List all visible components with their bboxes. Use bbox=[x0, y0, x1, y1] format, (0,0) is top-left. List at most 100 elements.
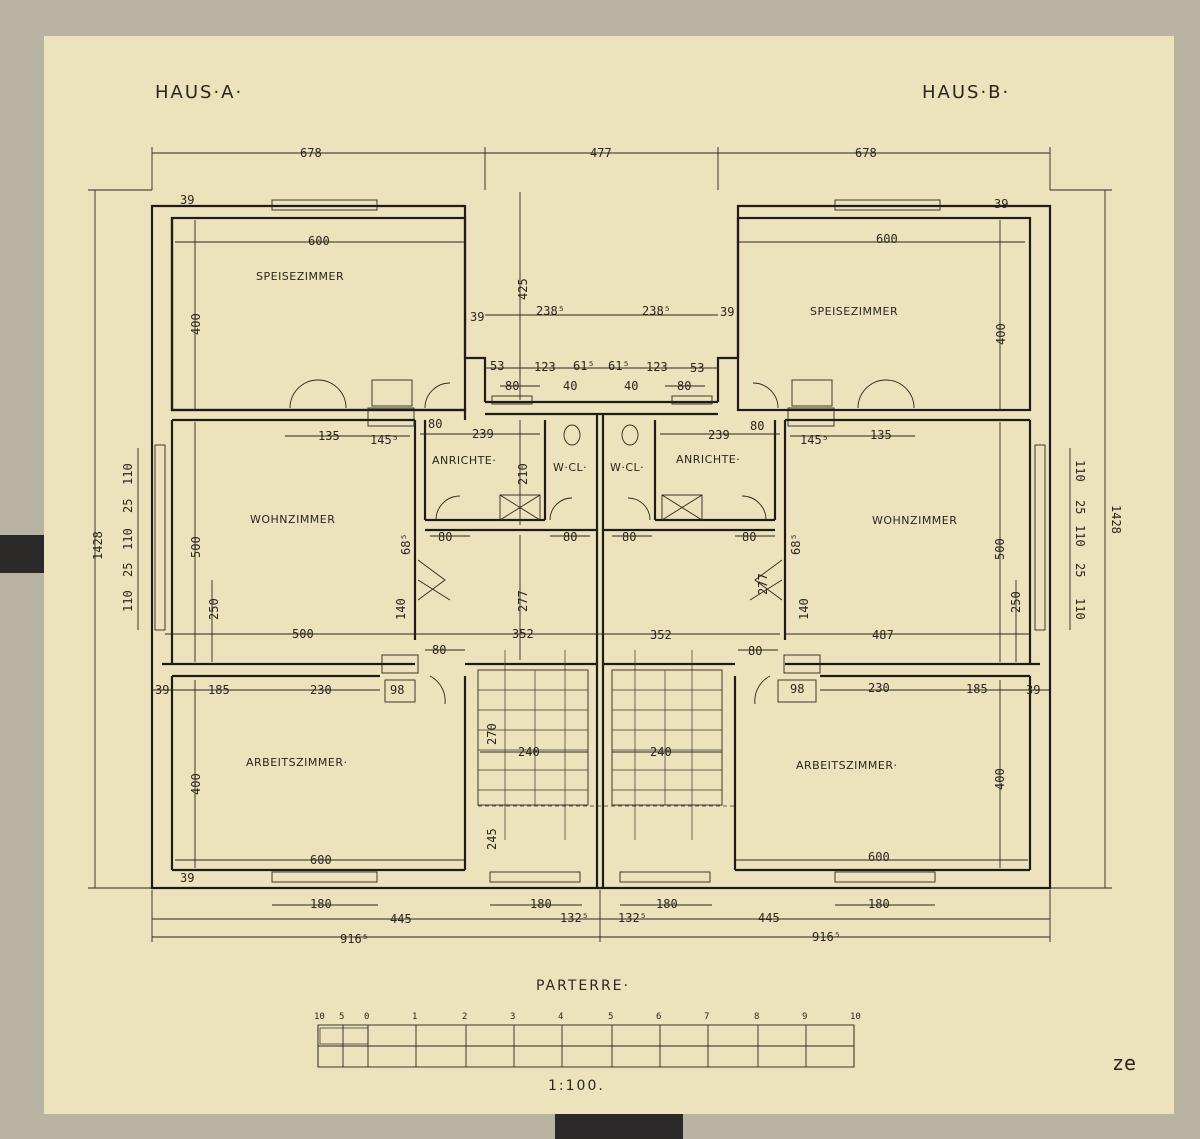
dim-80-f: 80 bbox=[742, 530, 756, 544]
dim-600-d: 600 bbox=[868, 850, 890, 864]
dim-123-a: 123 bbox=[534, 360, 556, 374]
dim-68-b: 68⁵ bbox=[789, 533, 803, 555]
dim-25-b1: 25 bbox=[1073, 500, 1087, 514]
dim-500-bottom: 500 bbox=[292, 627, 314, 641]
dim-400-b: 400 bbox=[994, 323, 1008, 345]
room-wohnzimmer-b: WOHNZIMMER bbox=[872, 514, 957, 527]
dim-39-d: 39 bbox=[720, 305, 734, 319]
dim-40-b: 40 bbox=[624, 379, 638, 393]
dim-238-a: 238⁵ bbox=[536, 304, 565, 318]
dim-277-a: 277 bbox=[516, 590, 530, 612]
dim-135-b: 135 bbox=[870, 428, 892, 442]
room-speisezimmer-b: SPEISEZIMMER bbox=[810, 305, 898, 318]
scale-text: 1:100. bbox=[548, 1078, 605, 1094]
scale-tick-label: 7 bbox=[704, 1012, 709, 1022]
dim-80-top-a: 80 bbox=[505, 379, 519, 393]
room-anrichte-b: ANRICHTE· bbox=[676, 453, 740, 466]
scale-tick-label: 5 bbox=[339, 1012, 344, 1022]
dim-top-left: 678 bbox=[300, 146, 322, 160]
dim-352-a: 352 bbox=[512, 627, 534, 641]
dim-25-a1: 25 bbox=[121, 499, 135, 513]
left-height-dimension: 1428 bbox=[88, 189, 152, 889]
room-speisezimmer-a: SPEISEZIMMER bbox=[256, 270, 344, 283]
dim-185-b: 185 bbox=[966, 682, 988, 696]
scale-tick-label: 10 bbox=[850, 1012, 861, 1022]
dim-487: 487 bbox=[872, 628, 894, 642]
windows bbox=[154, 199, 1046, 883]
dim-400-d: 400 bbox=[993, 768, 1007, 790]
dim-height-right: 1428 bbox=[1109, 505, 1123, 534]
dim-61-b: 61⁵ bbox=[608, 359, 630, 373]
dim-916-b: 916⁵ bbox=[812, 930, 841, 944]
dim-400-c: 400 bbox=[189, 773, 203, 795]
dim-40-a: 40 bbox=[563, 379, 577, 393]
dim-445-a: 445 bbox=[390, 912, 412, 926]
dim-98-a: 98 bbox=[390, 683, 404, 697]
dim-250-b: 250 bbox=[1009, 591, 1023, 613]
outer-walls bbox=[150, 204, 1052, 890]
dim-80-anr-b: 80 bbox=[750, 419, 764, 433]
interior-dimensions: 600 600 39 39 400 400 425 39 238⁵ 238⁵ 3… bbox=[121, 192, 1087, 946]
dim-110-a2: 110 bbox=[121, 528, 135, 550]
dim-180-d: 180 bbox=[868, 897, 890, 911]
dim-53-a: 53 bbox=[490, 359, 504, 373]
dim-180-c: 180 bbox=[656, 897, 678, 911]
dim-98-b: 98 bbox=[790, 682, 804, 696]
dim-61-a: 61⁵ bbox=[573, 359, 595, 373]
dim-180-b: 180 bbox=[530, 897, 552, 911]
scale-tick-label: 2 bbox=[462, 1012, 467, 1022]
dim-80-top-b: 80 bbox=[677, 379, 691, 393]
dim-185-a: 185 bbox=[208, 683, 230, 697]
dim-80-c: 80 bbox=[438, 530, 452, 544]
dim-145-b: 145⁵ bbox=[800, 433, 829, 447]
dim-39-b: 39 bbox=[994, 197, 1008, 211]
dim-238-b: 238⁵ bbox=[642, 304, 671, 318]
room-arbeitszimmer-a: ARBEITSZIMMER· bbox=[246, 756, 347, 769]
dim-400-a: 400 bbox=[189, 313, 203, 335]
scale-tick-label: 4 bbox=[558, 1012, 563, 1022]
scale-tick-label: 5 bbox=[608, 1012, 613, 1022]
dim-25-b2: 25 bbox=[1073, 563, 1087, 577]
mount-tab-left bbox=[0, 535, 44, 573]
house-a-label: HAUS·A· bbox=[155, 82, 243, 103]
dim-352-b: 352 bbox=[650, 628, 672, 642]
scale-tick-label: 8 bbox=[754, 1012, 759, 1022]
dim-39-f: 39 bbox=[1026, 683, 1040, 697]
dim-140-b: 140 bbox=[797, 598, 811, 620]
dim-600-a: 600 bbox=[308, 234, 330, 248]
room-arbeitszimmer-b: ARBEITSZIMMER· bbox=[796, 759, 897, 772]
room-anrichte-a: ANRICHTE· bbox=[432, 454, 496, 467]
stairs bbox=[477, 650, 735, 840]
dim-500-left: 500 bbox=[189, 536, 203, 558]
scale-tick-label: 10 bbox=[314, 1012, 325, 1022]
archive-mark: ze bbox=[1112, 1051, 1136, 1075]
dim-240-b: 240 bbox=[650, 745, 672, 759]
dim-916-a: 916⁵ bbox=[340, 932, 369, 946]
scale-tick-label: 0 bbox=[364, 1012, 369, 1022]
dim-80-h: 80 bbox=[748, 644, 762, 658]
dim-145-a: 145⁵ bbox=[370, 433, 399, 447]
dim-110-b2: 110 bbox=[1073, 525, 1087, 547]
dim-80-anr-a: 80 bbox=[428, 417, 442, 431]
dim-39-e: 39 bbox=[155, 683, 169, 697]
dim-230-a: 230 bbox=[310, 683, 332, 697]
dim-80-d: 80 bbox=[563, 530, 577, 544]
dim-270: 270 bbox=[485, 723, 499, 745]
dim-445-b: 445 bbox=[758, 911, 780, 925]
dim-277-b: 277 bbox=[756, 573, 770, 595]
dim-240-a: 240 bbox=[518, 745, 540, 759]
dim-53-b: 53 bbox=[690, 361, 704, 375]
room-wc-a: W·CL· bbox=[553, 461, 587, 474]
dim-135-a: 135 bbox=[318, 429, 340, 443]
dim-top-middle: 477 bbox=[590, 146, 612, 160]
room-wc-b: W·CL· bbox=[610, 461, 644, 474]
dim-110-a1: 110 bbox=[121, 463, 135, 485]
dim-110-a3: 110 bbox=[121, 590, 135, 612]
dim-80-g: 80 bbox=[432, 643, 446, 657]
scale-tick-label: 1 bbox=[412, 1012, 417, 1022]
dim-250-a: 250 bbox=[207, 598, 221, 620]
doors bbox=[289, 379, 915, 705]
dim-39-c: 39 bbox=[470, 310, 484, 324]
dim-180-a: 180 bbox=[310, 897, 332, 911]
